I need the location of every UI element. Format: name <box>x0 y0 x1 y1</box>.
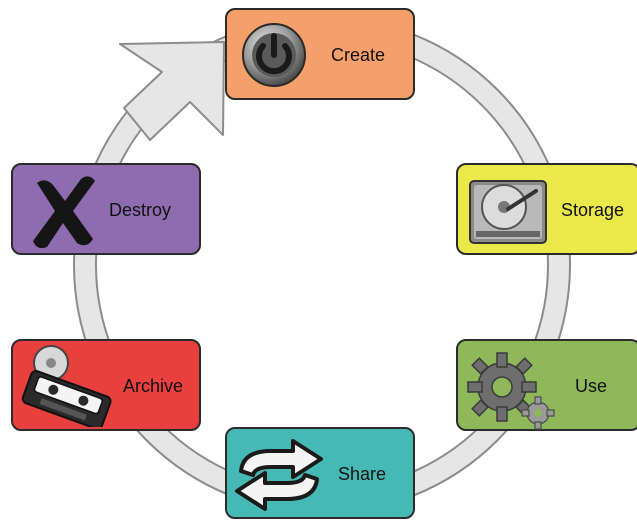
stage-label-storage: Storage <box>561 200 625 220</box>
exchange-arrows-icon <box>235 439 323 511</box>
stage-share: Share <box>225 427 415 519</box>
hard-drive-icon <box>469 180 547 244</box>
stage-destroy: Destroy <box>11 163 201 255</box>
cycle-arrowhead <box>119 41 225 141</box>
stage-label-archive: Archive <box>123 376 184 396</box>
stage-label-use: Use <box>575 376 608 396</box>
gears-icon <box>467 352 555 430</box>
stage-label-share: Share <box>338 464 387 484</box>
stage-label-create: Create <box>331 45 386 65</box>
stage-archive: Archive <box>11 339 201 431</box>
stage-label-destroy: Destroy <box>109 200 172 220</box>
stage-use: Use <box>456 339 637 431</box>
tape-cassette-disc-icon <box>21 345 112 427</box>
stage-storage: Storage <box>456 163 637 255</box>
cross-x-icon <box>33 176 95 249</box>
power-button-icon <box>242 23 306 87</box>
stage-create: Create <box>225 8 415 100</box>
